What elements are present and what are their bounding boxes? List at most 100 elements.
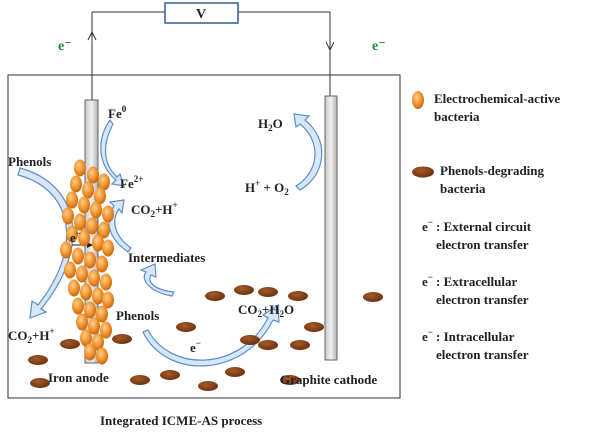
phenol-degrading-bacterium <box>60 339 80 349</box>
phenol-degrading-bacterium <box>176 322 196 332</box>
legend-item-1-line1: Electrochemical-active <box>434 91 560 106</box>
electroactive-bacterium <box>76 313 88 331</box>
electroactive-bacterium <box>100 321 112 339</box>
phenols-anode-label: Phenols <box>8 154 51 169</box>
legend-item-5-line2: electron transfer <box>436 347 529 362</box>
voltmeter-box <box>164 2 239 24</box>
phenols-anode-arrow <box>17 167 74 319</box>
electroactive-bacterium <box>72 247 84 265</box>
legend-external-symbol: e− <box>422 217 433 234</box>
h2o-label: H2O <box>258 116 283 133</box>
electron-intracellular-solution: e− <box>190 338 201 355</box>
fe-oxidation-arrow <box>100 118 125 187</box>
electroactive-bacterium <box>98 173 110 191</box>
intermediates-label: Intermediates <box>128 250 205 265</box>
phenol-degrading-bacterium <box>234 285 254 295</box>
electroactive-bacterium <box>84 301 96 319</box>
electroactive-bacterium <box>76 265 88 283</box>
phenol-degrading-bacterium <box>304 322 324 332</box>
electron-external-left: e⁻ <box>58 39 72 54</box>
legend-orange-bacterium-icon <box>412 91 424 109</box>
electroactive-bacterium <box>84 343 96 361</box>
electroactive-bacterium <box>102 205 114 223</box>
electroactive-bacterium <box>94 187 106 205</box>
graphite-cathode-label: Graphite cathode <box>280 372 377 387</box>
phenol-degrading-bacterium <box>240 335 260 345</box>
phenol-degrading-bacterium <box>363 292 383 302</box>
phenol-degrading-bacterium <box>205 291 225 301</box>
phenol-degrading-bacterium <box>258 287 278 297</box>
legend-item-2-line2: bacteria <box>440 181 486 196</box>
phenol-degrading-bacterium <box>225 367 245 377</box>
electroactive-bacterium <box>92 287 104 305</box>
electroactive-bacteria-cluster <box>60 159 114 365</box>
electroactive-bacterium <box>78 196 90 214</box>
graphite-cathode-electrode <box>324 95 338 361</box>
electroactive-bacterium <box>60 241 72 259</box>
phenols-solution-label: Phenols <box>116 308 159 323</box>
circuit-up-arrow <box>87 30 97 41</box>
electroactive-bacterium <box>96 347 108 365</box>
electroactive-bacterium <box>66 225 78 243</box>
phenol-degrading-bacterium <box>160 370 180 380</box>
phenol-degrading-bacterium <box>198 381 218 391</box>
electroactive-bacterium <box>72 297 84 315</box>
solution-phenols-arrow <box>139 263 175 297</box>
fe0-label: Fe0 <box>108 104 127 121</box>
electroactive-bacterium <box>88 317 100 335</box>
electroactive-bacterium <box>102 239 114 257</box>
electroactive-bacterium <box>84 251 96 269</box>
electroactive-bacterium <box>88 269 100 287</box>
electroactive-bacterium <box>80 283 92 301</box>
legend-item-4-line2: electron transfer <box>436 292 529 307</box>
legend-brown-bacterium-icon <box>412 166 434 178</box>
electron-external-right: e⁻ <box>372 39 386 54</box>
phenol-degrading-bacterium <box>30 378 50 388</box>
electroactive-bacterium <box>70 175 82 193</box>
phenol-degrading-bacterium <box>290 340 310 350</box>
legend-extracellular-symbol: e− <box>422 272 433 289</box>
voltmeter-label: V <box>196 7 206 22</box>
intermediates-arrow <box>108 199 132 253</box>
phenol-degrading-bacterium <box>130 375 150 385</box>
electroactive-bacterium <box>92 234 104 252</box>
electroactive-bacterium <box>74 159 86 177</box>
co2-h-bottom-label: CO2+H+ <box>8 326 55 345</box>
electroactive-bacterium <box>96 305 108 323</box>
electroactive-bacterium <box>78 229 90 247</box>
electroactive-bacterium <box>86 217 98 235</box>
co2-h2o-label: CO2+H2O <box>238 302 294 319</box>
external-circuit <box>87 11 335 100</box>
legend-item-3-line2: electron transfer <box>436 237 529 252</box>
phenol-degrading-bacterium <box>288 291 308 301</box>
electroactive-bacterium <box>92 333 104 351</box>
legend-intracellular-symbol: e− <box>422 327 433 344</box>
figure-caption: Integrated ICME-AS process <box>100 413 262 428</box>
electroactive-bacterium <box>98 221 110 239</box>
legend-item-3-line1: : External circuit <box>436 219 532 234</box>
legend-item-1-line2: bacteria <box>434 109 480 124</box>
legend: Electrochemical-active bacteria Phenols-… <box>412 91 560 362</box>
phenol-degrading-bacterium <box>112 334 132 344</box>
legend-item-5-line1: : Intracellular <box>436 329 515 344</box>
solution-degradation-arrow <box>142 303 280 367</box>
flow-arrows <box>17 113 323 367</box>
electroactive-bacterium <box>100 273 112 291</box>
electroactive-bacterium <box>62 207 74 225</box>
electroactive-bacterium <box>87 166 99 184</box>
phenol-degrading-bacterium <box>28 355 48 365</box>
h-o2-label: H+ + O2 <box>245 178 289 197</box>
reactor-tank <box>7 74 401 399</box>
legend-item-4-line1: : Extracellular <box>436 274 517 289</box>
cathode-reduction-arrow <box>293 113 323 191</box>
legend-item-2-line1: Phenols-degrading <box>440 163 545 178</box>
electron-extracellular-anode: e− <box>70 228 81 245</box>
electroactive-bacterium <box>96 255 108 273</box>
electroactive-bacterium <box>82 181 94 199</box>
electroactive-bacterium <box>80 329 92 347</box>
electroactive-bacterium <box>102 291 114 309</box>
circuit-down-arrow <box>325 41 335 52</box>
phenol-degrading-bacterium <box>258 340 278 350</box>
electroactive-bacterium <box>64 261 76 279</box>
